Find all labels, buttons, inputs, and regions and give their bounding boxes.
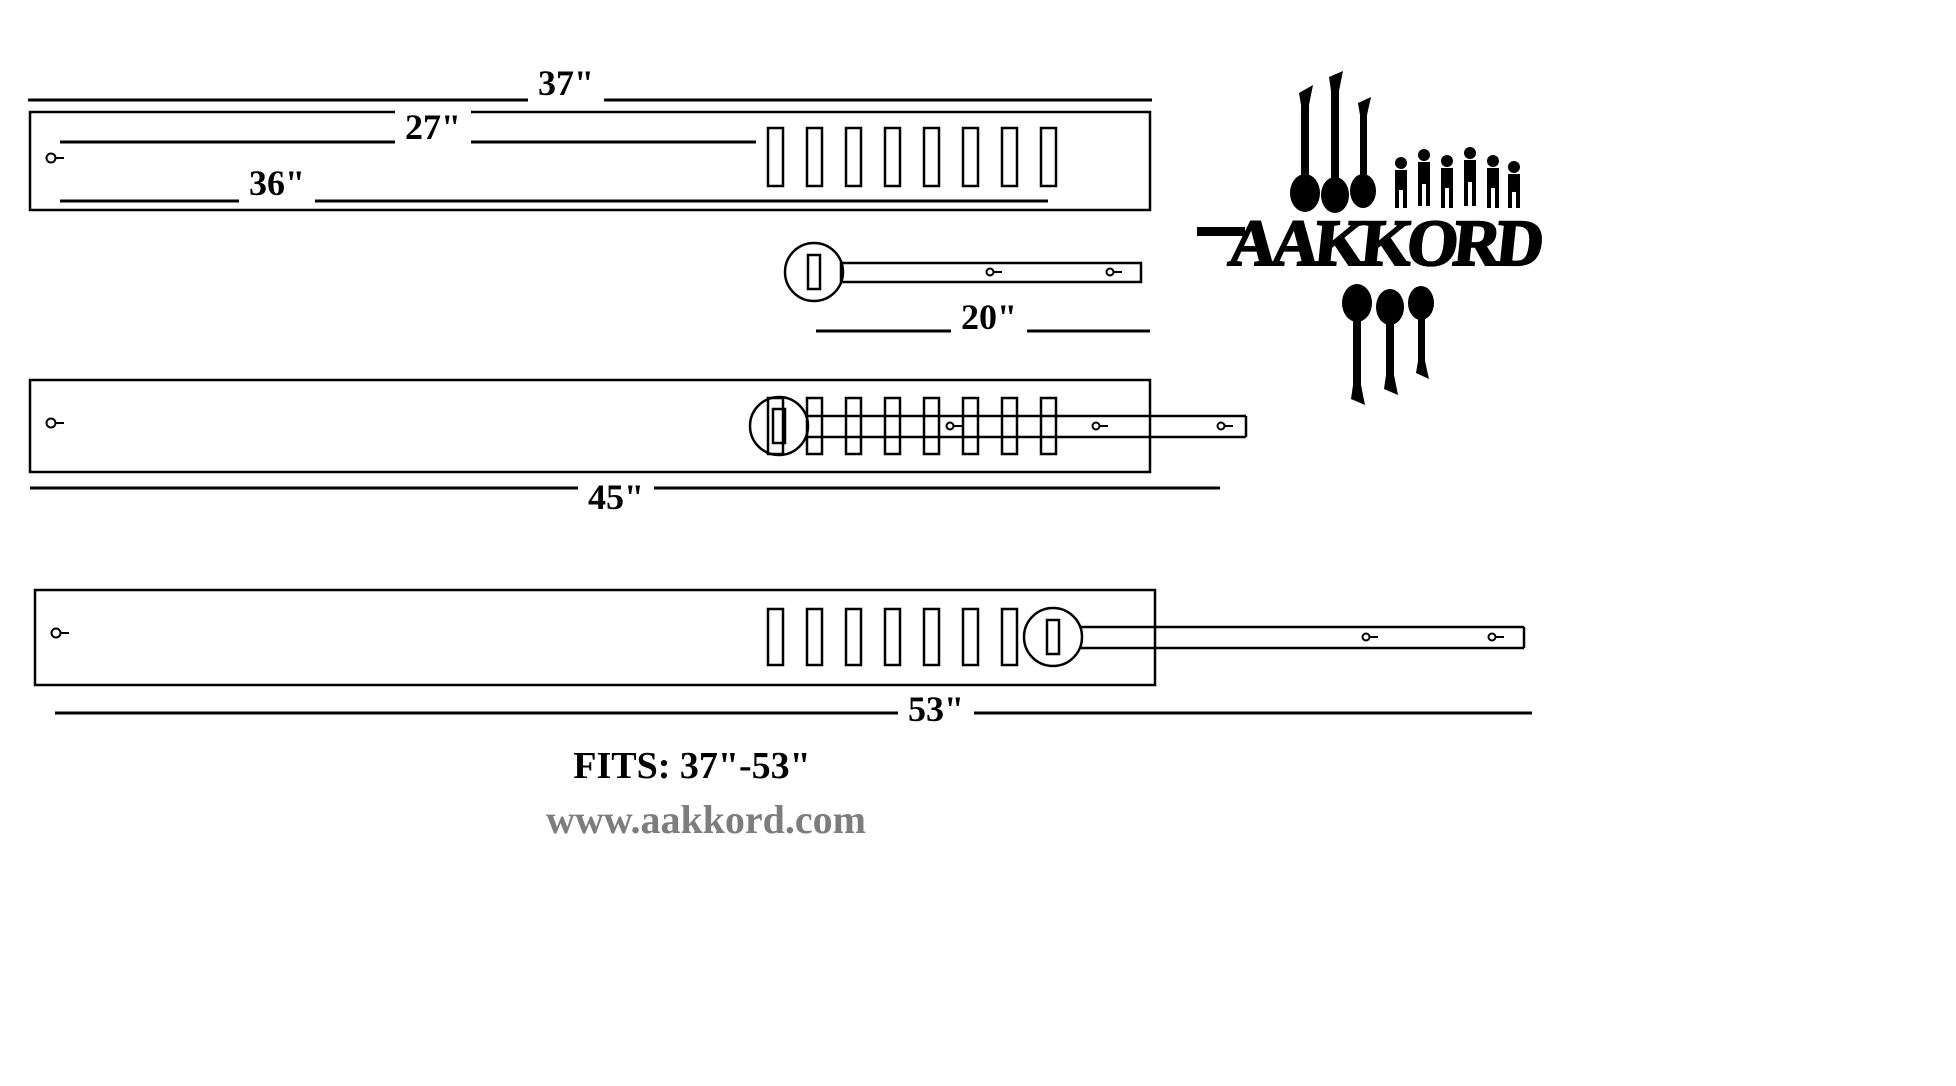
dimension-label-36: 36" — [239, 163, 315, 204]
logo-guitar-down-icon — [1376, 289, 1404, 395]
buckle-slot — [771, 407, 787, 445]
dimension-label-45: 45" — [578, 477, 654, 518]
strap-middle-outline — [28, 378, 1248, 474]
buckle-slot — [806, 253, 822, 291]
keyhole-icon — [50, 627, 69, 639]
buckle-loop — [748, 395, 810, 457]
slot-ladder — [766, 126, 1058, 188]
keyhole-icon — [45, 417, 64, 429]
logo-guitar-up-icon — [1321, 71, 1349, 213]
logo-guitar-down-icon — [1408, 286, 1434, 379]
tail-strip — [1081, 625, 1526, 650]
logo-dash — [1197, 227, 1245, 236]
keyhole-icon — [1105, 267, 1122, 277]
keyhole-icon — [1487, 632, 1504, 642]
slot-ladder — [766, 607, 1019, 667]
dimension-label-53: 53" — [898, 689, 974, 730]
website-text: www.aakkord.com — [545, 797, 867, 842]
logo-guitar-down-icon — [1342, 284, 1372, 405]
buckle-loop — [783, 241, 845, 303]
slot-ladder — [766, 396, 1058, 456]
keyhole-icon — [1091, 421, 1108, 431]
logo-guitar-up-icon — [1290, 85, 1320, 212]
tail-piece-outline — [783, 241, 1143, 303]
dimension-label-37: 37" — [528, 63, 604, 104]
buckle-loop — [1022, 606, 1084, 668]
keyhole-icon — [1361, 632, 1378, 642]
keyhole-icon — [1216, 421, 1233, 431]
keyhole-icon — [985, 267, 1002, 277]
logo-wordmark: AAKKORD — [1225, 207, 1544, 280]
buckle-slot — [1045, 618, 1061, 656]
tail-strip — [839, 261, 1143, 284]
aakkord-logo: AAKKORD — [1197, 71, 1546, 405]
strap-bottom-outline — [33, 588, 1526, 687]
fits-range-text: FITS: 37"-53" — [573, 745, 811, 787]
dimension-label-20: 20" — [951, 297, 1027, 338]
keyhole-icon — [45, 152, 64, 164]
strap-top-outline — [28, 110, 1152, 212]
logo-guitar-up-icon — [1350, 97, 1376, 208]
tail-strip — [807, 414, 1248, 439]
keyhole-icon — [945, 421, 962, 431]
logo-crowd-icon — [1395, 147, 1520, 208]
dimension-label-27: 27" — [395, 107, 471, 148]
